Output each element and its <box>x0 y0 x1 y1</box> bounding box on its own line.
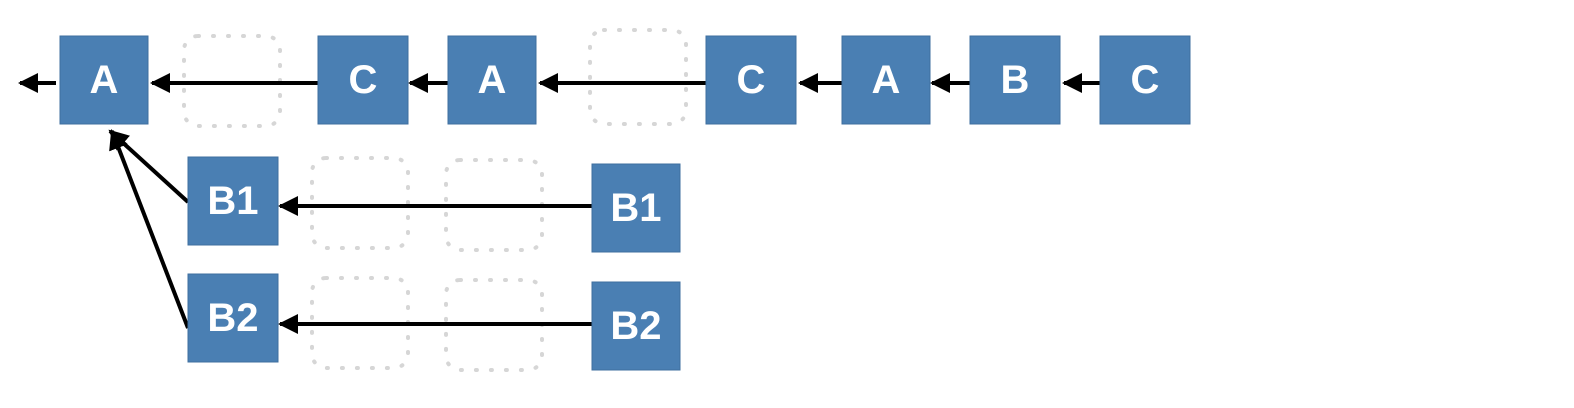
node-b1-right-label: B1 <box>610 186 661 230</box>
node-b2-right-label: B2 <box>610 304 661 348</box>
node-a3: A <box>841 35 931 125</box>
node-b2-left: B2 <box>187 273 279 363</box>
ghost-box-b1-1 <box>310 156 410 250</box>
node-b: B <box>969 35 1061 125</box>
node-b2-right: B2 <box>591 281 681 371</box>
node-a1-label: A <box>90 58 119 102</box>
node-b1-right: B1 <box>591 163 681 253</box>
node-c3-label: C <box>1131 58 1160 102</box>
node-c1: C <box>317 35 409 125</box>
node-a2: A <box>447 35 537 125</box>
node-c1-label: C <box>349 58 378 102</box>
node-a1: A <box>59 35 149 125</box>
node-b2-left-label: B2 <box>207 296 258 340</box>
node-b1-left: B1 <box>187 156 279 246</box>
node-c3: C <box>1099 35 1191 125</box>
node-a3-label: A <box>872 58 901 102</box>
node-b1-left-label: B1 <box>207 179 258 223</box>
node-c2-label: C <box>737 58 766 102</box>
node-c2: C <box>705 35 797 125</box>
node-a2-label: A <box>478 58 507 102</box>
nodes: A C A C A B C B1 <box>59 35 1191 371</box>
node-b-label: B <box>1001 58 1030 102</box>
edge-b2-to-a1 <box>109 129 190 329</box>
ghost-box-top-2 <box>588 28 688 126</box>
edges <box>18 73 1100 334</box>
edge-b1-to-a1 <box>108 129 190 204</box>
